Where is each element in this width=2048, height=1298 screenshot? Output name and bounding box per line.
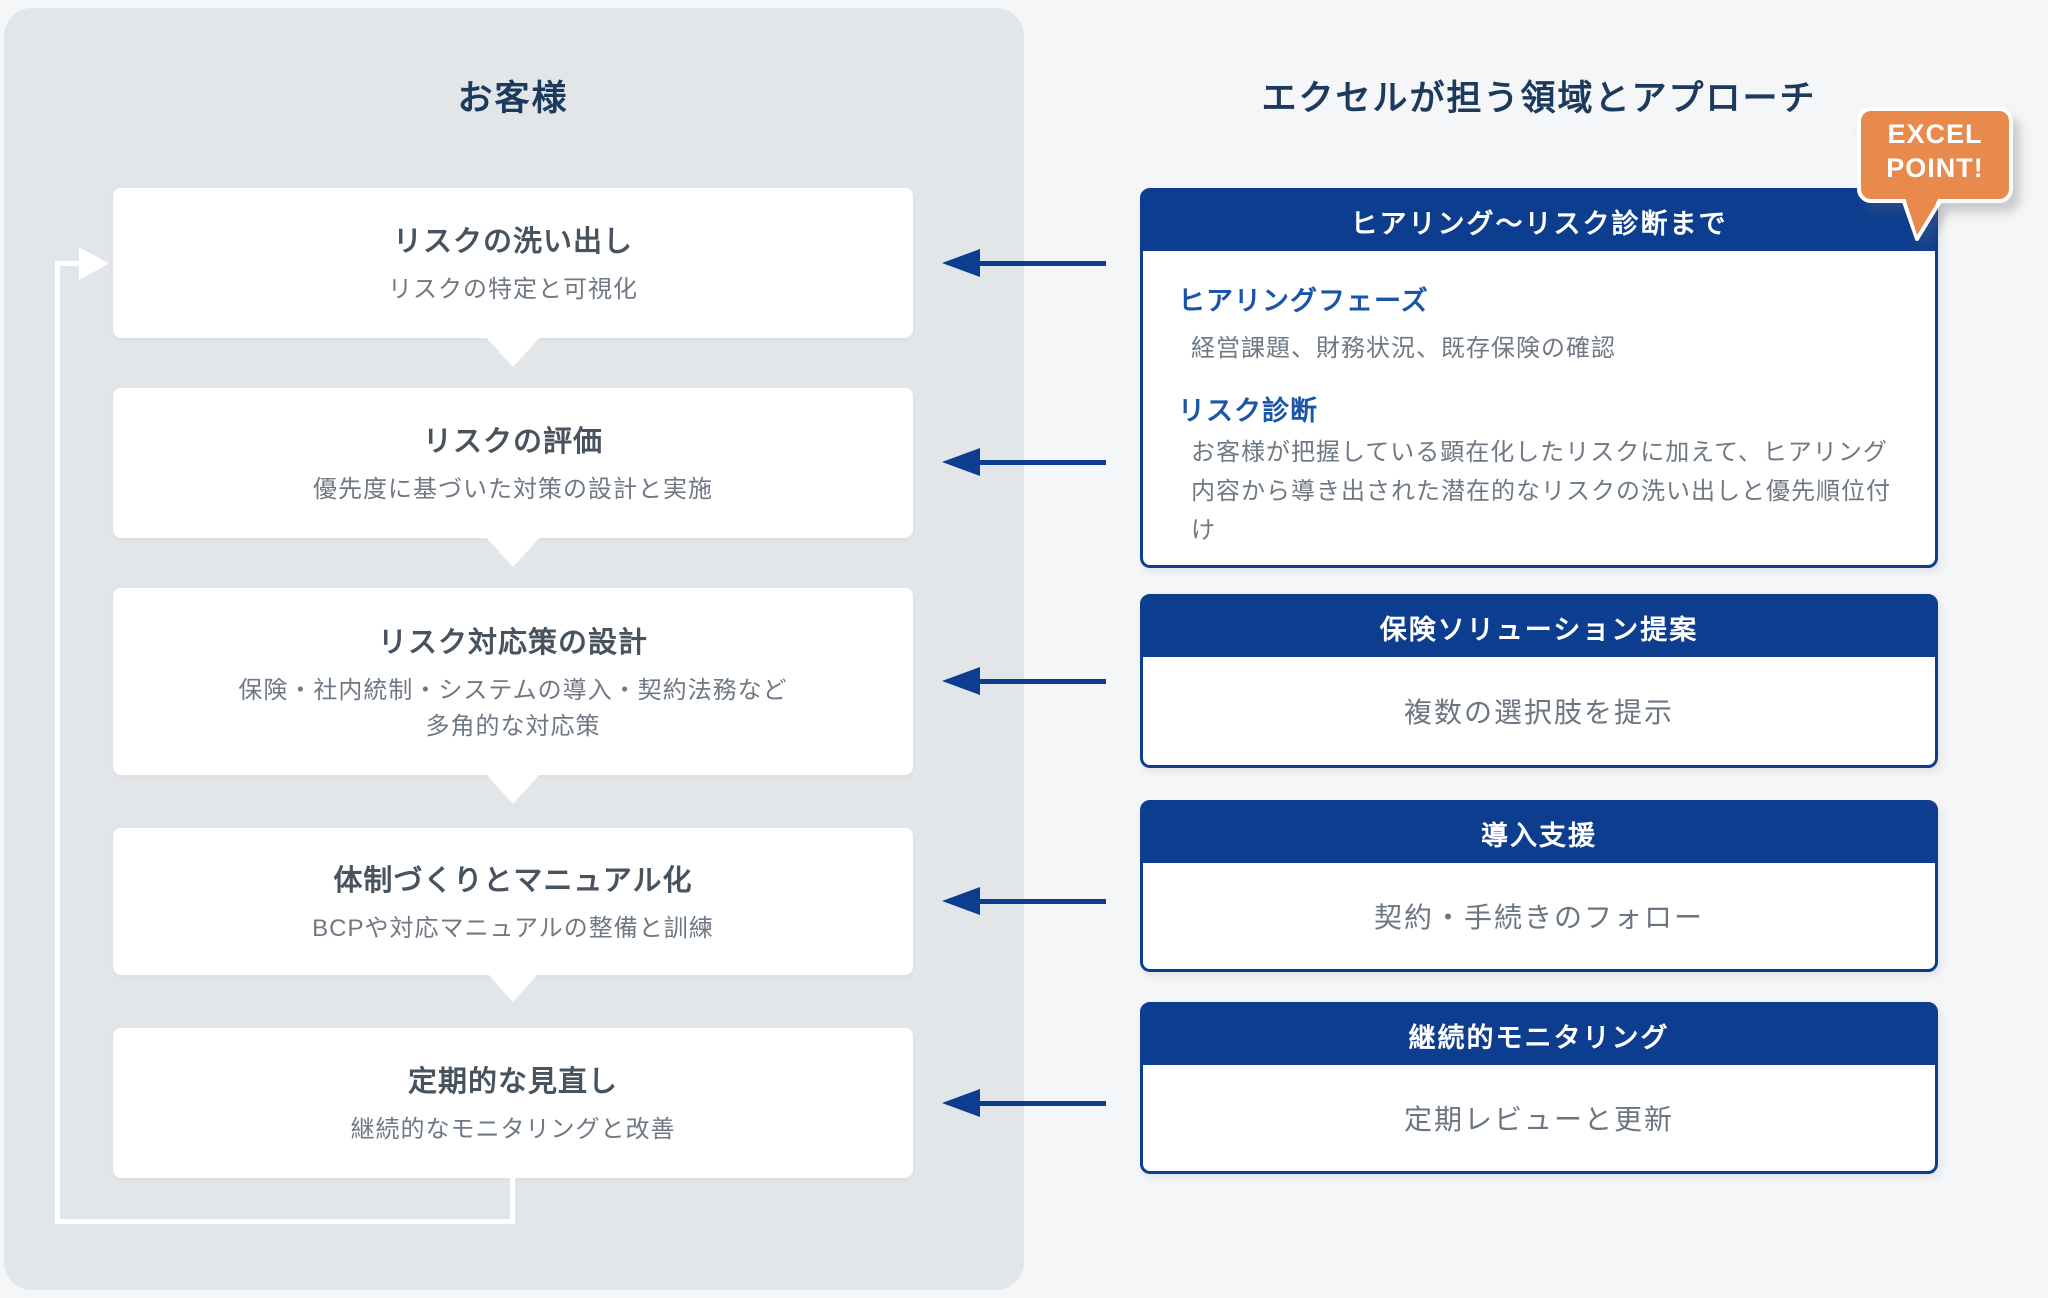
connector-arrow-line xyxy=(978,1101,1106,1106)
section-body: 契約・手続きのフォロー xyxy=(1373,902,1704,933)
badge-text: EXCEL POINT! xyxy=(1859,117,2011,185)
loop-arrow-segment xyxy=(510,1178,515,1224)
flow-step-subtitle: 保険・社内統制・システムの導入・契約法務など 多角的な対応策 xyxy=(238,676,788,740)
customer-panel-title: お客様 xyxy=(457,79,569,118)
section-header: 保険ソリューション提案 xyxy=(1143,597,1935,657)
excel-point-badge: EXCEL POINT! xyxy=(1845,95,2048,255)
flow-step-periodic-review: 定期的な見直し 継続的なモニタリングと改善 xyxy=(113,1028,913,1178)
section-header: 導入支援 xyxy=(1143,803,1935,863)
loop-arrow-segment xyxy=(55,261,81,266)
flow-step-risk-evaluation: リスクの評価 優先度に基づいた対策の設計と実施 xyxy=(113,388,913,538)
section-header: 継続的モニタリング xyxy=(1143,1005,1935,1065)
section-body: 複数の選択肢を提示 xyxy=(1403,697,1674,728)
flow-step-subtitle: リスクの特定と可視化 xyxy=(388,276,638,303)
excel-section-hearing-diagnosis: ヒアリング〜リスク診断まで ヒアリングフェーズ 経営課題、財務状況、既存保険の確… xyxy=(1140,188,1938,568)
connector-arrow-line xyxy=(978,679,1106,684)
flow-step-title: 定期的な見直し xyxy=(407,1066,618,1098)
connector-arrow-line xyxy=(978,899,1106,904)
connector-arrow-line xyxy=(978,261,1106,266)
flow-step-subtitle: 継続的なモニタリングと改善 xyxy=(350,1116,676,1143)
section-body: 定期レビューと更新 xyxy=(1403,1104,1674,1135)
flow-step-subtitle: 優先度に基づいた対策の設計と実施 xyxy=(313,476,713,503)
flow-step-title: リスク対応策の設計 xyxy=(377,626,648,659)
excel-section-implementation-support: 導入支援 契約・手続きのフォロー xyxy=(1140,800,1938,972)
hearing-phase-text: 経営課題、財務状況、既存保険の確認 xyxy=(1191,335,1616,362)
flow-step-title: 体制づくりとマニュアル化 xyxy=(333,864,693,897)
loop-arrow-segment xyxy=(55,261,60,1224)
flow-step-title: リスクの評価 xyxy=(422,426,603,458)
loop-arrow-segment xyxy=(55,1219,515,1224)
flow-step-subtitle: BCPや対応マニュアルの整備と訓練 xyxy=(312,914,714,942)
flow-step-structure-manual: 体制づくりとマニュアル化 BCPや対応マニュアルの整備と訓練 xyxy=(113,828,913,975)
excel-section-continuous-monitoring: 継続的モニタリング 定期レビューと更新 xyxy=(1140,1002,1938,1174)
risk-diagnosis-label: リスク診断 xyxy=(1178,396,1318,426)
speech-bubble-icon xyxy=(1857,107,2013,241)
section-header: ヒアリング〜リスク診断まで xyxy=(1143,191,1935,251)
excel-section-insurance-proposal: 保険ソリューション提案 複数の選択肢を提示 xyxy=(1140,594,1938,768)
risk-diagnosis-text: お客様が把握している顕在化したリスクに加えて、ヒアリング内容から導き出された潜在… xyxy=(1191,439,1891,544)
hearing-phase-label: ヒアリングフェーズ xyxy=(1178,286,1429,316)
flow-step-title: リスクの洗い出し xyxy=(392,226,633,258)
flow-step-risk-identification: リスクの洗い出し リスクの特定と可視化 xyxy=(113,188,913,338)
badge-line2: POINT! xyxy=(1886,153,1984,183)
flow-step-countermeasure-design: リスク対応策の設計 保険・社内統制・システムの導入・契約法務など 多角的な対応策 xyxy=(113,588,913,775)
approach-title: エクセルが担う領域とアプローチ xyxy=(1261,79,1817,118)
badge-line1: EXCEL xyxy=(1887,119,1983,149)
connector-arrow-line xyxy=(978,460,1106,465)
